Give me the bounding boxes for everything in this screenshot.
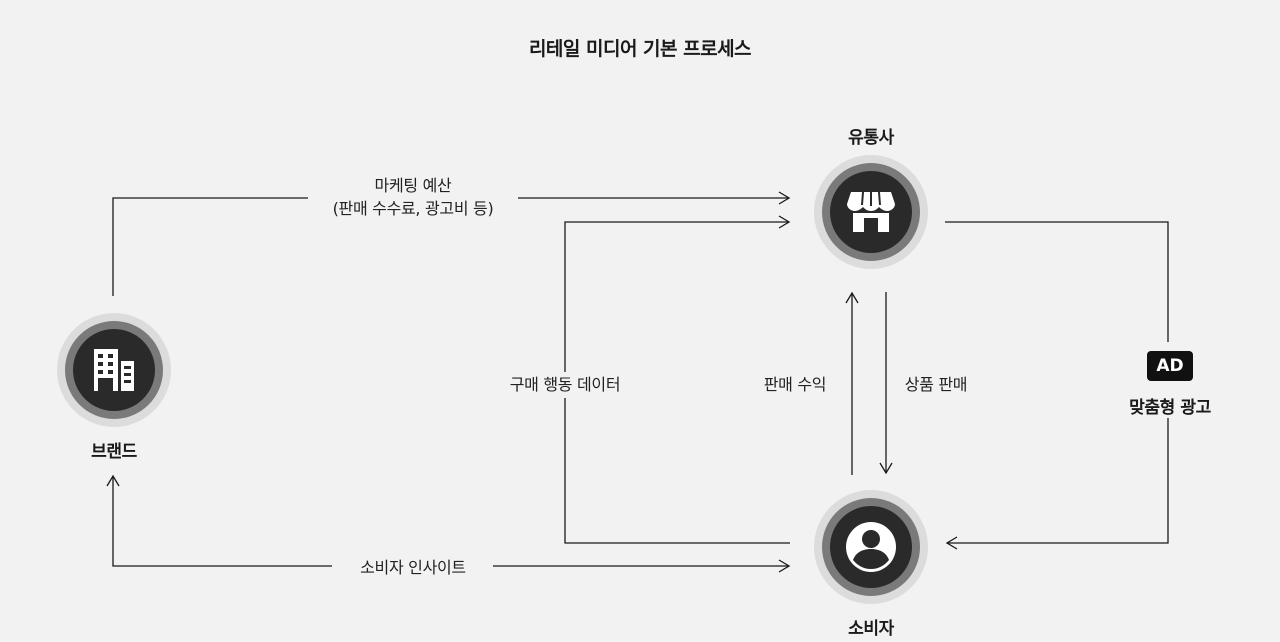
- edge-ad-bottom: [945, 418, 1169, 550]
- store-icon: [847, 192, 895, 232]
- consumer-insight-label: 소비자 인사이트: [360, 558, 466, 577]
- product-sales-label: 상품 판매: [904, 375, 968, 394]
- edge-purchase-behavior-top: [564, 215, 791, 372]
- brand-name: 브랜드: [91, 442, 137, 462]
- purchase-behavior-label: 구매 행동 데이터: [509, 375, 621, 394]
- edge-ad-top: [945, 221, 1169, 342]
- ad-badge-icon: AD: [1147, 351, 1193, 381]
- consumer-node: [814, 490, 928, 604]
- sales-revenue-label: 판매 수익: [763, 375, 827, 394]
- diagram-title: 리테일 미디어 기본 프로세스: [528, 38, 752, 60]
- marketing-budget-line2: (판매 수수료, 광고비 등): [332, 199, 494, 218]
- edge-marketing-budget-left: [112, 197, 308, 296]
- consumer-name: 소비자: [848, 619, 894, 639]
- retailer-node: [814, 155, 928, 269]
- building-icon: [94, 349, 134, 391]
- edge-consumer-insight-left: [106, 474, 332, 567]
- marketing-budget-line1: 마케팅 예산: [374, 176, 452, 195]
- marketing-budget-label: 마케팅 예산 (판매 수수료, 광고비 등): [308, 174, 518, 220]
- edge-purchase-behavior-bottom: [564, 398, 790, 544]
- retailer-name: 유통사: [848, 128, 894, 148]
- person-icon: [846, 522, 896, 572]
- ad-name: 맞춤형 광고: [1129, 398, 1211, 418]
- brand-node: [57, 313, 171, 427]
